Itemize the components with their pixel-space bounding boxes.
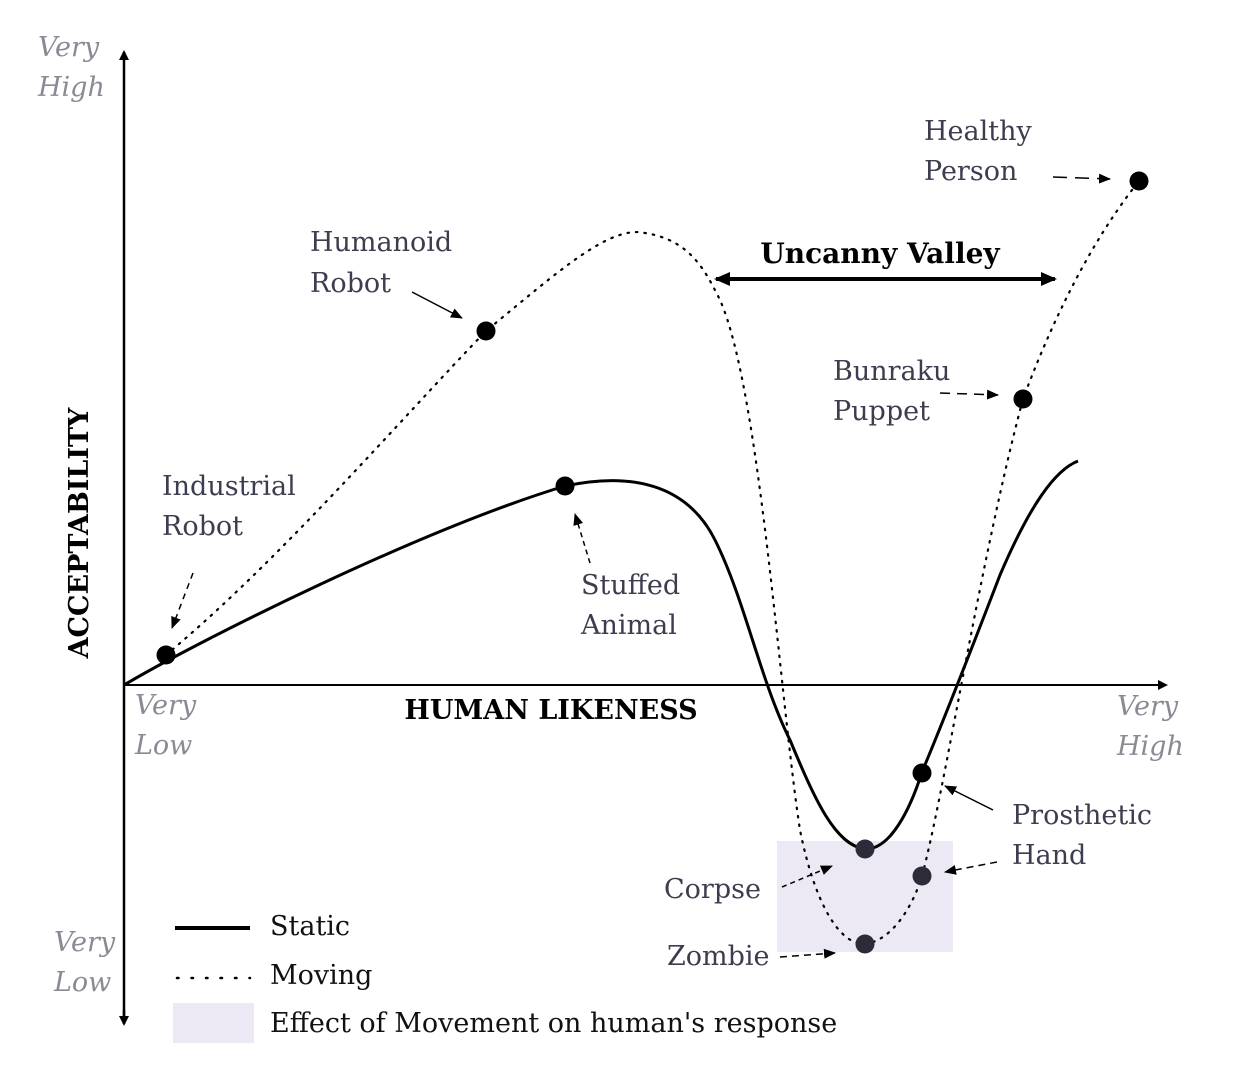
point-industrial-robot [156,645,176,665]
arrow-stuffed-animal [573,513,591,564]
arrow-zombie [779,948,836,959]
arrow-corpse [781,865,833,888]
uncanny-valley-label: Uncanny Valley [760,237,1000,270]
y-bottom-label-1: Very [54,927,116,958]
label-stuffed-animal-2: Animal [580,610,677,641]
label-industrial-robot-1: Industrial [162,471,296,502]
legend-effect-swatch [173,1003,254,1043]
arrow-humanoid-robot [411,291,463,319]
point-zombie [855,934,875,954]
arrow-industrial-robot [171,572,194,629]
label-humanoid-robot-1: Humanoid [310,227,452,258]
label-humanoid-robot-2: Robot [310,268,391,299]
x-axis-title: HUMAN LIKENESS [404,695,697,726]
legend-effect-label: Effect of Movement on human's response [270,1008,837,1039]
arrow-healthy-person [1052,173,1111,184]
legend-moving-label: Moving [270,960,372,991]
y-bottom-label-2: Low [53,967,111,998]
legend-static-label: Static [270,911,350,942]
static-curve [123,459,1079,851]
point-corpse [855,839,875,859]
y-top-label-1: Very [38,32,100,63]
label-bunraku-puppet-2: Puppet [833,396,930,427]
label-industrial-robot-2: Robot [162,511,243,542]
x-right-label-1: Very [1117,691,1179,722]
point-healthy-person [1129,171,1149,191]
x-left-label-1: Very [135,690,197,721]
point-prosthetic-hand [912,763,932,783]
y-top-label-2: High [37,72,105,103]
label-prosthetic-hand-1: Prosthetic [1012,800,1152,831]
label-healthy-person-1: Healthy [924,116,1032,147]
label-stuffed-animal-1: Stuffed [581,570,680,601]
label-healthy-person-2: Person [924,156,1017,187]
label-zombie: Zombie [667,941,770,972]
y-axis-title: ACCEPTABILITY [64,407,95,660]
x-left-label-2: Low [134,730,192,761]
x-right-label-2: High [1116,731,1184,762]
label-bunraku-puppet-1: Bunraku [833,356,950,387]
label-corpse: Corpse [664,874,761,905]
label-prosthetic-hand-2: Hand [1012,840,1086,871]
point-bunraku-puppet [1013,389,1033,409]
arrow-prosthetic-hand [944,785,994,811]
arrow-bunraku-puppet [939,389,999,400]
legend: Static Moving Effect of Movement on huma… [173,911,837,1043]
point-stuffed-animal [555,476,575,496]
arrow-prosthetic-hand-moving [944,861,998,875]
point-humanoid-robot [476,321,496,341]
point-prosthetic-hand-moving [912,866,932,886]
